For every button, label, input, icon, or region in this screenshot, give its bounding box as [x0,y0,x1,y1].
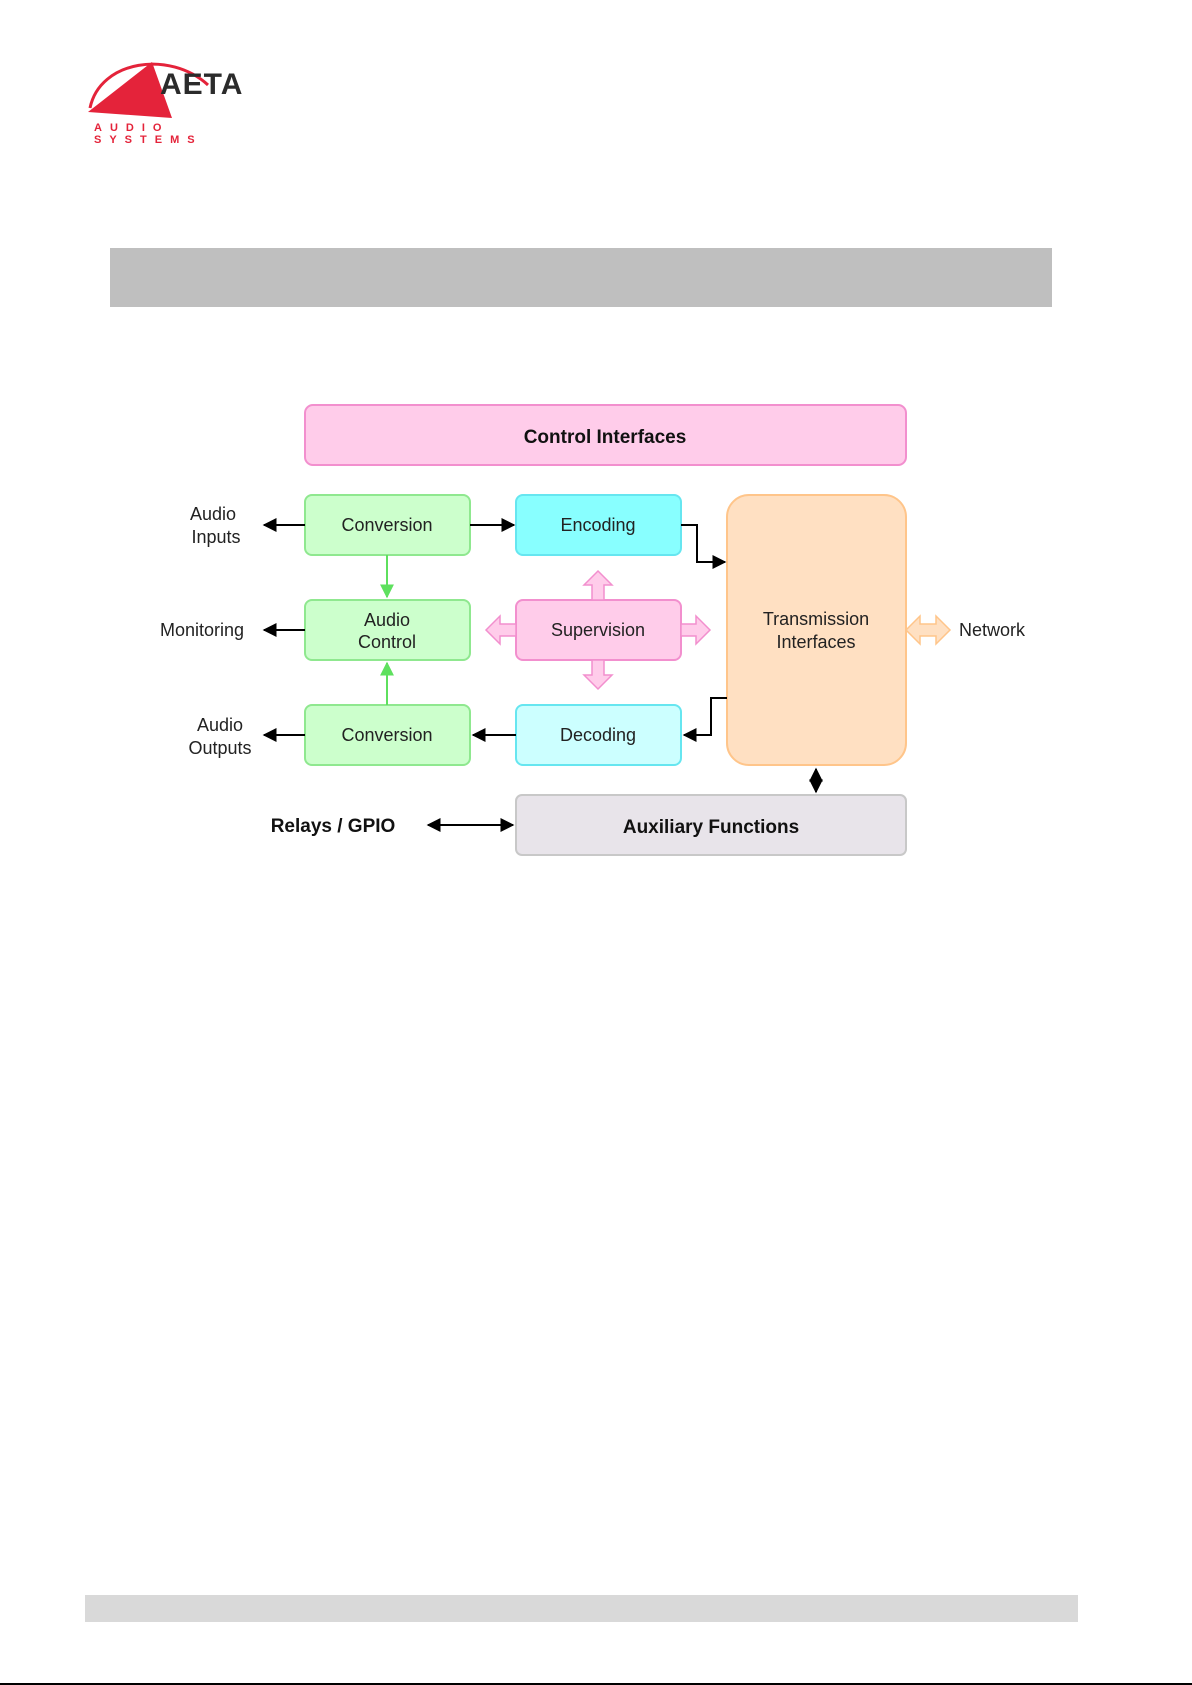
transmission-interfaces-block: Transmission Interfaces [727,495,906,765]
decoding-label: Decoding [560,725,636,745]
control-interfaces-block: Control Interfaces [305,405,906,465]
audio-control-label-2: Control [358,632,416,652]
supervision-block: Supervision [516,600,681,660]
transmission-label-2: Interfaces [776,632,855,652]
conversion-out-label: Conversion [341,725,432,745]
conversion-out-block: Conversion [305,705,470,765]
conversion-in-label: Conversion [341,515,432,535]
supervision-down-arrow [584,660,612,689]
audio-outputs-label-1: Audio [197,715,243,735]
supervision-left-arrow [486,616,516,644]
footer-band [85,1595,1078,1622]
encoding-block: Encoding [516,495,681,555]
network-label: Network [959,620,1026,640]
network-arrow [906,616,950,644]
conversion-in-block: Conversion [305,495,470,555]
relays-gpio-label: Relays / GPIO [271,816,396,837]
audio-inputs-label-1: Audio [190,504,236,524]
supervision-up-arrow [584,571,612,600]
control-interfaces-label: Control Interfaces [524,427,687,448]
monitoring-label: Monitoring [160,620,244,640]
audio-control-block: Audio Control [305,600,470,660]
auxiliary-functions-block: Auxiliary Functions [516,795,906,855]
audio-inputs-label-2: Inputs [191,527,240,547]
encoding-label: Encoding [560,515,635,535]
transmission-label-1: Transmission [763,609,869,629]
transmission-to-decoding-arrow [684,698,727,735]
audio-control-label-1: Audio [364,610,410,630]
supervision-label: Supervision [551,620,645,640]
encoding-to-transmission-arrow [681,525,725,562]
audio-outputs-label-2: Outputs [188,738,251,758]
decoding-block: Decoding [516,705,681,765]
supervision-right-arrow [681,616,710,644]
auxiliary-functions-label: Auxiliary Functions [623,817,799,838]
